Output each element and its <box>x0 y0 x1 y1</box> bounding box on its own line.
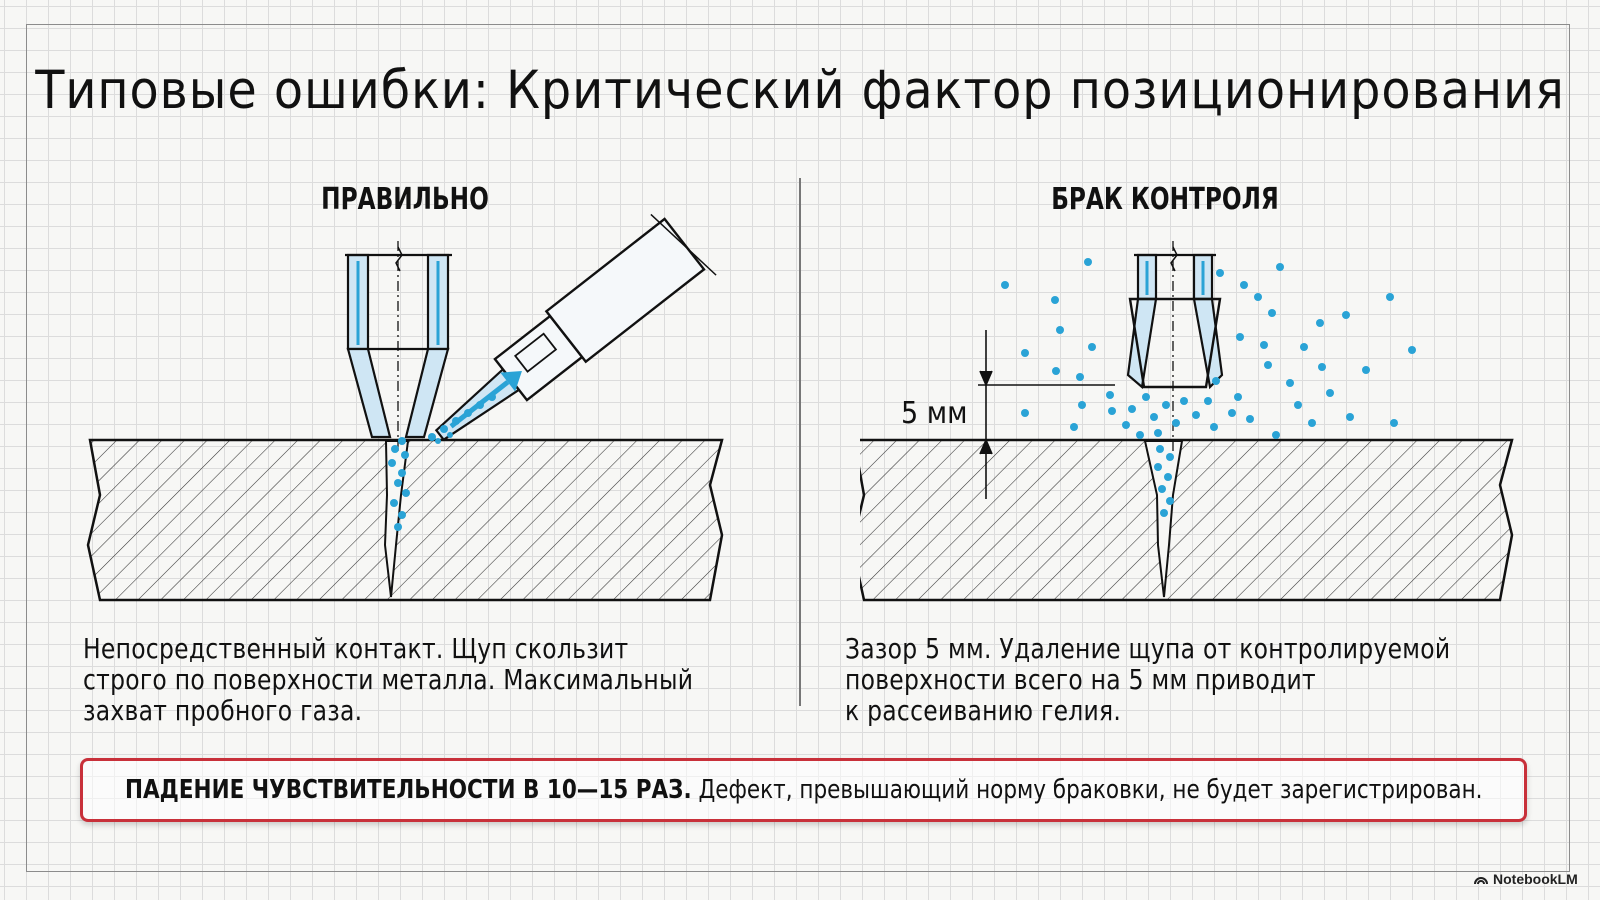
warning-text: Дефект, превышающий норму браковки, не б… <box>691 775 1483 805</box>
notebooklm-watermark: NotebookLM <box>1473 868 1578 890</box>
nozzle-right <box>1126 241 1224 455</box>
drawing-frame <box>26 24 1570 872</box>
defect-diagram <box>860 241 1514 602</box>
caption-line: Зазор 5 мм. Удаление щупа от контролируе… <box>845 632 1451 665</box>
metal-block-right <box>860 438 1514 602</box>
crack-gas-particles-right <box>1154 445 1174 517</box>
leak-probe-left <box>434 213 717 442</box>
caption-line: строго по поверхности металла. Максималь… <box>83 663 694 696</box>
caption-line: захват пробного газа. <box>83 694 363 727</box>
nozzle-left <box>345 241 452 455</box>
metal-block-left <box>86 438 724 602</box>
warning-strong-text: ПАДЕНИЕ ЧУВСТВИТЕЛЬНОСТИ В 10—15 РАЗ. <box>124 775 692 805</box>
caption-line: Непосредственный контакт. Щуп скользит <box>83 632 629 665</box>
panel-divider <box>799 178 801 706</box>
gap-dimension-label: 5 мм <box>901 396 968 431</box>
crack-right <box>1143 440 1184 598</box>
gas-particles-left <box>388 393 496 531</box>
right-panel-heading: БРАК КОНТРОЛЯ <box>1051 182 1279 217</box>
left-panel-caption: Непосредственный контакт. Щуп скользит с… <box>83 633 734 726</box>
scattered-gas-particles <box>1001 258 1416 439</box>
gap-dimension <box>978 330 1115 499</box>
sensitivity-warning-box: ПАДЕНИЕ ЧУВСТВИТЕЛЬНОСТИ В 10—15 РАЗ. Де… <box>80 758 1527 822</box>
correct-diagram <box>86 213 724 602</box>
crack-left <box>383 440 410 598</box>
caption-line: поверхности всего на 5 мм приводит <box>845 663 1316 696</box>
watermark-label: NotebookLM <box>1493 871 1578 887</box>
page-title: Типовые ошибки: Критический фактор позиц… <box>35 60 1565 121</box>
notebooklm-logo-icon <box>1474 877 1488 885</box>
right-panel-caption: Зазор 5 мм. Удаление щупа от контролируе… <box>845 633 1496 726</box>
caption-line: к рассеиванию гелия. <box>845 694 1122 727</box>
left-panel-heading: ПРАВИЛЬНО <box>321 182 489 217</box>
